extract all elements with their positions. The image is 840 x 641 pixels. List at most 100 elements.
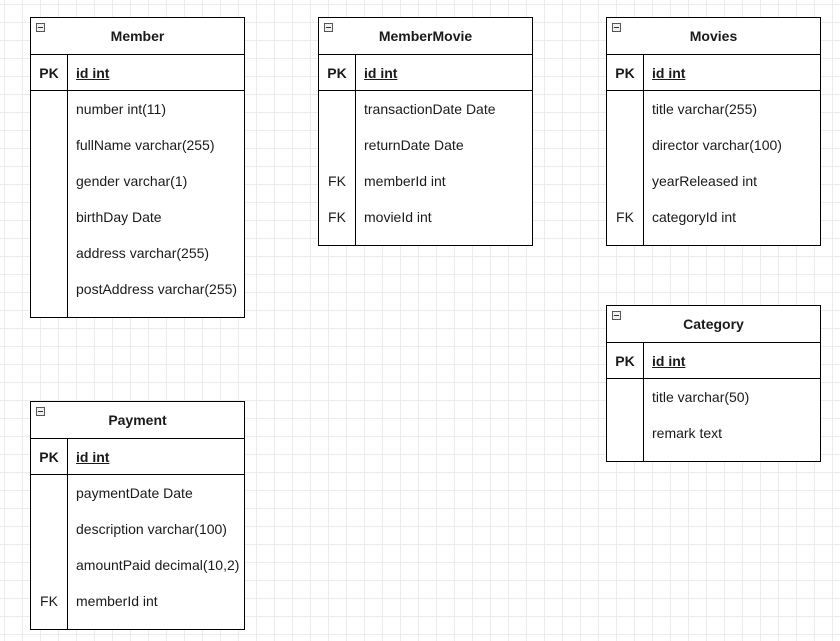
field-label: id int bbox=[76, 64, 110, 81]
table-title: Payment bbox=[108, 412, 167, 428]
field-label: title varchar(255) bbox=[652, 101, 758, 117]
field-label: memberId int bbox=[76, 593, 158, 609]
table-header[interactable]: Category bbox=[607, 306, 820, 343]
field-label: birthDay Date bbox=[76, 209, 162, 225]
primary-key-row[interactable]: PK id int bbox=[31, 439, 244, 475]
field-label: id int bbox=[364, 64, 398, 81]
collapse-icon[interactable] bbox=[36, 23, 45, 32]
field-label: paymentDate Date bbox=[76, 485, 193, 501]
key-label: PK bbox=[607, 343, 644, 378]
table-title: Movies bbox=[689, 28, 738, 44]
field-label: director varchar(100) bbox=[652, 137, 782, 153]
table-header[interactable]: Payment bbox=[31, 402, 244, 439]
table-title: MemberMovie bbox=[378, 28, 473, 44]
key-label bbox=[31, 163, 68, 199]
field-row[interactable]: postAddress varchar(255) bbox=[31, 271, 244, 307]
primary-key-row[interactable]: PK id int bbox=[319, 55, 532, 91]
key-label bbox=[319, 91, 356, 127]
field-label: postAddress varchar(255) bbox=[76, 281, 238, 297]
table-bottom-padding bbox=[607, 451, 820, 461]
key-label: PK bbox=[31, 439, 68, 474]
key-label bbox=[607, 127, 644, 163]
primary-key-row[interactable]: PK id int bbox=[607, 55, 820, 91]
key-label bbox=[607, 415, 644, 451]
key-column-filler bbox=[607, 451, 644, 461]
collapse-icon[interactable] bbox=[612, 311, 621, 320]
field-label: id int bbox=[652, 64, 686, 81]
field-label: address varchar(255) bbox=[76, 245, 210, 261]
field-row[interactable]: yearReleased int bbox=[607, 163, 820, 199]
field-row[interactable]: number int(11) bbox=[31, 91, 244, 127]
field-row[interactable]: remark text bbox=[607, 415, 820, 451]
field-label: gender varchar(1) bbox=[76, 173, 188, 189]
field-row[interactable]: gender varchar(1) bbox=[31, 163, 244, 199]
field-list: title varchar(255) director varchar(100) y… bbox=[607, 91, 820, 245]
field-label: memberId int bbox=[364, 173, 446, 189]
key-label bbox=[31, 127, 68, 163]
primary-key-row[interactable]: PK id int bbox=[31, 55, 244, 91]
field-row[interactable]: transactionDate Date bbox=[319, 91, 532, 127]
key-label: FK bbox=[319, 199, 356, 235]
key-label bbox=[607, 379, 644, 415]
field-row[interactable]: title varchar(255) bbox=[607, 91, 820, 127]
field-label: returnDate Date bbox=[364, 137, 464, 153]
key-label bbox=[31, 91, 68, 127]
key-label bbox=[31, 235, 68, 271]
field-row[interactable]: paymentDate Date bbox=[31, 475, 244, 511]
key-label: PK bbox=[319, 55, 356, 90]
key-column-filler bbox=[31, 307, 68, 317]
table-bottom-padding bbox=[319, 235, 532, 245]
field-label: movieId int bbox=[364, 209, 432, 225]
key-label bbox=[31, 199, 68, 235]
field-row[interactable]: FK memberId int bbox=[31, 583, 244, 619]
field-list: title varchar(50) remark text bbox=[607, 379, 820, 461]
collapse-icon[interactable] bbox=[324, 23, 333, 32]
key-column-filler bbox=[31, 619, 68, 629]
field-row[interactable]: FK movieId int bbox=[319, 199, 532, 235]
primary-key-row[interactable]: PK id int bbox=[607, 343, 820, 379]
field-row[interactable]: amountPaid decimal(10,2) bbox=[31, 547, 244, 583]
key-label bbox=[319, 127, 356, 163]
field-label: number int(11) bbox=[76, 101, 167, 117]
field-label: id int bbox=[76, 448, 110, 465]
key-label: FK bbox=[319, 163, 356, 199]
field-row[interactable]: birthDay Date bbox=[31, 199, 244, 235]
table-header[interactable]: Movies bbox=[607, 18, 820, 55]
table-title: Member bbox=[110, 28, 165, 44]
field-row[interactable]: FK memberId int bbox=[319, 163, 532, 199]
field-label: transactionDate Date bbox=[364, 101, 496, 117]
field-label: id int bbox=[652, 352, 686, 369]
collapse-icon[interactable] bbox=[612, 23, 621, 32]
field-row[interactable]: returnDate Date bbox=[319, 127, 532, 163]
key-label bbox=[31, 271, 68, 307]
key-label bbox=[31, 511, 68, 547]
table-bottom-padding bbox=[607, 235, 820, 245]
field-label: description varchar(100) bbox=[76, 521, 227, 537]
collapse-icon[interactable] bbox=[36, 407, 45, 416]
field-list: paymentDate Date description varchar(100)… bbox=[31, 475, 244, 629]
table-header[interactable]: MemberMovie bbox=[319, 18, 532, 55]
field-label: remark text bbox=[652, 425, 723, 441]
key-label: PK bbox=[31, 55, 68, 90]
field-label: categoryId int bbox=[652, 209, 737, 225]
field-row[interactable]: description varchar(100) bbox=[31, 511, 244, 547]
field-row[interactable]: fullName varchar(255) bbox=[31, 127, 244, 163]
field-row[interactable]: title varchar(50) bbox=[607, 379, 820, 415]
table-header[interactable]: Member bbox=[31, 18, 244, 55]
key-column-filler bbox=[607, 235, 644, 245]
key-column-filler bbox=[319, 235, 356, 245]
field-label: title varchar(50) bbox=[652, 389, 750, 405]
field-row[interactable]: director varchar(100) bbox=[607, 127, 820, 163]
key-label: FK bbox=[31, 583, 68, 619]
key-label bbox=[31, 547, 68, 583]
key-label: PK bbox=[607, 55, 644, 90]
field-label: yearReleased int bbox=[652, 173, 758, 189]
field-row[interactable]: address varchar(255) bbox=[31, 235, 244, 271]
